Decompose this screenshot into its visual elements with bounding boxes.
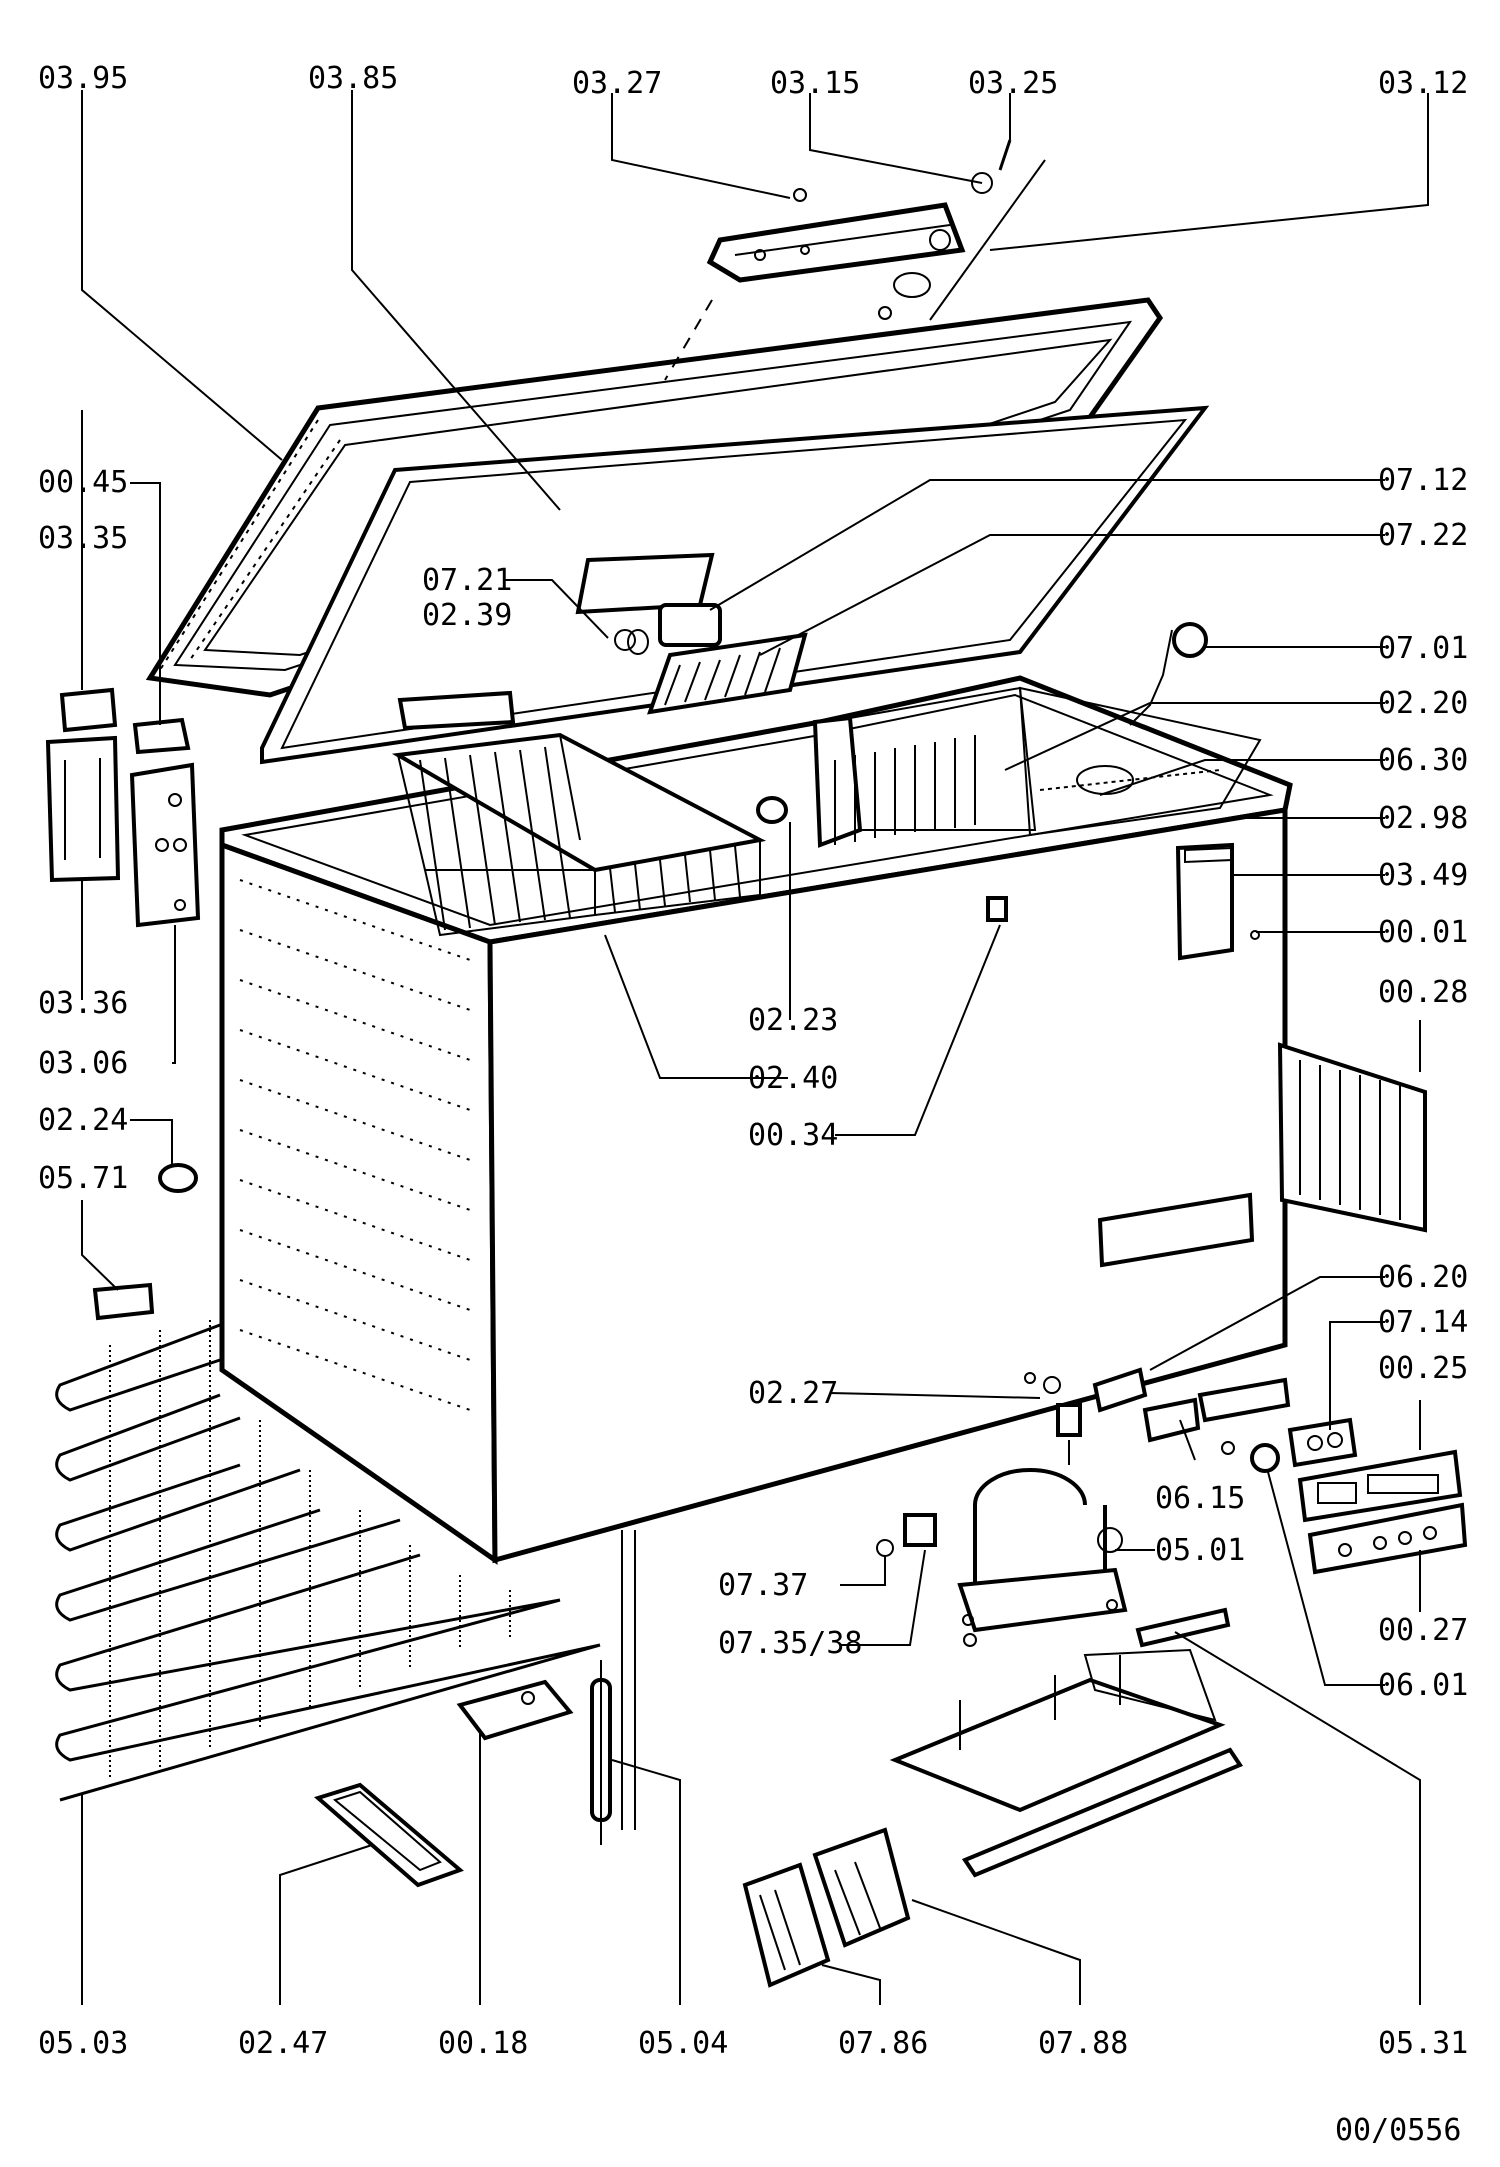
thermostat-bracket	[1092, 1367, 1291, 1443]
label-03-36: 03.36	[38, 986, 128, 1021]
label-02-27: 02.27	[748, 1376, 838, 1411]
label-02-98: 02.98	[1378, 801, 1468, 836]
compressor	[957, 1468, 1128, 1633]
label-06-01: 06.01	[1378, 1668, 1468, 1703]
label-00-25: 00.25	[1378, 1351, 1468, 1386]
label-00-45: 00.45	[38, 465, 128, 500]
label-07-22: 07.22	[1378, 518, 1468, 553]
lamp-assembly	[397, 552, 808, 731]
label-00-01: 00.01	[1378, 915, 1468, 950]
thermostat-control-knob	[1221, 1441, 1280, 1473]
control-panel	[1287, 1417, 1468, 1575]
relay	[876, 1513, 977, 1647]
lid-handle	[706, 202, 966, 283]
rear-grille	[1277, 1042, 1427, 1233]
label-07-12: 07.12	[1378, 463, 1468, 498]
label-02-40: 02.40	[748, 1061, 838, 1096]
misc-small-parts	[986, 896, 1260, 940]
grommet-spring	[1024, 1372, 1082, 1465]
compressor-base-plate	[889, 1607, 1244, 1878]
label-07-35-38: 07.35/38	[718, 1626, 863, 1661]
label-05-71: 05.71	[38, 1161, 128, 1196]
condenser-coil	[55, 1320, 601, 1802]
terminal-cover	[742, 1827, 911, 1988]
label-03-12: 03.12	[1378, 66, 1468, 101]
label-02-39: 02.39	[422, 598, 512, 633]
label-03-85: 03.85	[308, 61, 398, 96]
label-00-27: 00.27	[1378, 1613, 1468, 1648]
label-05-01: 05.01	[1155, 1533, 1245, 1568]
leader-lines	[81, 90, 1429, 2005]
hinge-small-parts	[664, 139, 1046, 381]
label-00-18: 00.18	[438, 2026, 528, 2061]
label-06-15: 06.15	[1155, 1481, 1245, 1516]
label-03-15: 03.15	[770, 66, 860, 101]
label-07-86: 07.86	[838, 2026, 928, 2061]
label-00-28: 00.28	[1378, 975, 1468, 1010]
thermostat-knob	[756, 796, 788, 824]
label-03-35: 03.35	[38, 521, 128, 556]
label-03-95: 03.95	[38, 61, 128, 96]
label-02-24: 02.24	[38, 1103, 128, 1138]
label-03-27: 03.27	[572, 66, 662, 101]
drier-tube	[590, 1530, 636, 1845]
label-03-49: 03.49	[1378, 858, 1468, 893]
label-03-06: 03.06	[38, 1046, 128, 1081]
label-05-31: 05.31	[1378, 2026, 1468, 2061]
label-05-03: 05.03	[38, 2026, 128, 2061]
foot-plate	[313, 1782, 464, 1888]
label-02-47: 02.47	[238, 2026, 328, 2061]
label-06-30: 06.30	[1378, 743, 1468, 778]
wire-basket	[391, 732, 767, 937]
side-panel-texture	[239, 879, 471, 1411]
label-02-23: 02.23	[748, 1003, 838, 1038]
label-07-01: 07.01	[1378, 631, 1468, 666]
side-bracket	[1175, 842, 1234, 961]
drawing-number: 00/0556	[1335, 2113, 1461, 2148]
label-07-21: 07.21	[422, 563, 512, 598]
mount-bracket	[456, 1679, 574, 1741]
label-03-25: 03.25	[968, 66, 1058, 101]
label-02-20: 02.20	[1378, 686, 1468, 721]
label-07-88: 07.88	[1038, 2026, 1128, 2061]
left-hinge-parts	[45, 687, 201, 928]
label-05-04: 05.04	[638, 2026, 728, 2061]
part-labels: 03.95 03.85 03.27 03.15 03.25 03.12 00.4…	[38, 61, 1468, 2148]
drain-parts	[92, 1163, 198, 1321]
label-07-37: 07.37	[718, 1568, 808, 1603]
label-06-20: 06.20	[1378, 1260, 1468, 1295]
label-00-34: 00.34	[748, 1118, 838, 1153]
label-07-14: 07.14	[1378, 1305, 1468, 1340]
power-plug	[1129, 622, 1208, 726]
lid-gasket	[260, 405, 1210, 765]
